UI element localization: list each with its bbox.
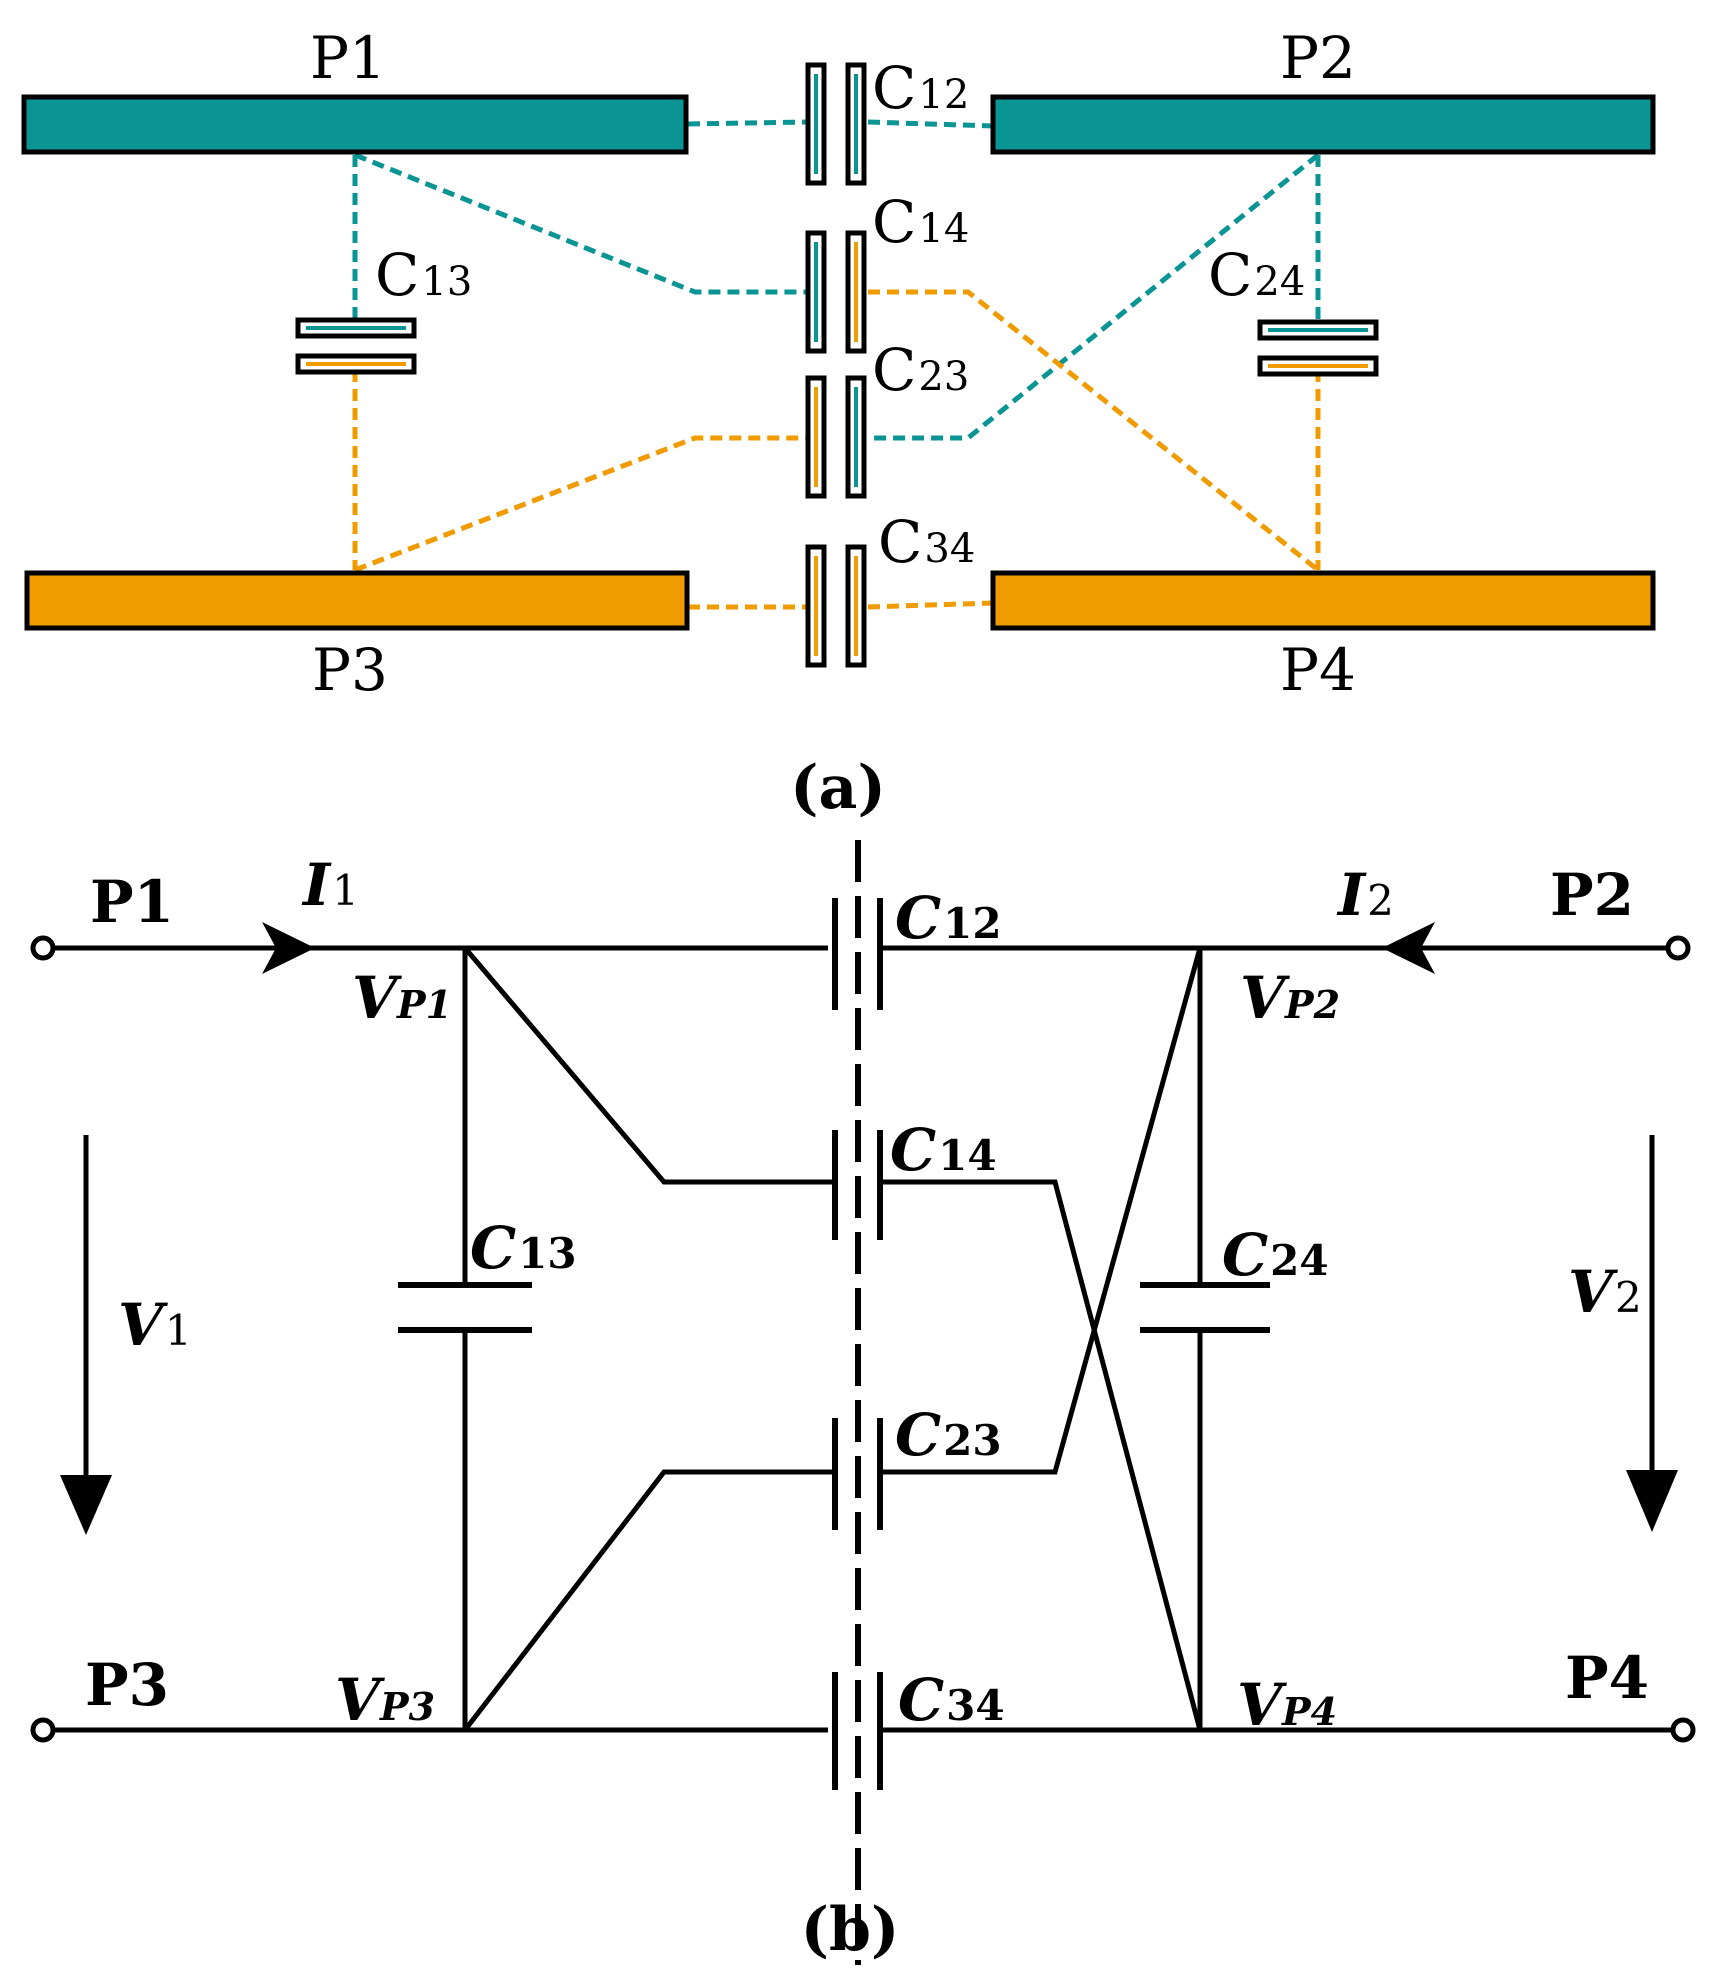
caption-a: (a) (790, 753, 886, 823)
line-p1-c12 (687, 119, 809, 127)
capacitor-c14-symbol-b (832, 1130, 883, 1240)
teal-coupling-lines (352, 119, 1321, 441)
terminal-p2 (1665, 935, 1691, 961)
terminal-p1 (30, 935, 56, 961)
capacitor-c23-symbol (805, 375, 867, 499)
label-c23: C23 (872, 336, 969, 404)
label-plate-p4: P4 (1280, 636, 1356, 704)
capacitor-c24-symbol (1257, 319, 1379, 377)
line-p1-c14 (354, 152, 808, 295)
capacitor-c23-symbol-b (832, 1418, 883, 1530)
label-c13-b: C13 (470, 1214, 577, 1282)
label-port-p1: P1 (90, 868, 174, 936)
label-current-i2: I2 (1336, 861, 1394, 929)
label-c34: C34 (878, 508, 975, 576)
label-c34-b: C34 (898, 1666, 1005, 1734)
label-plate-p2: P2 (1280, 24, 1356, 92)
capacitor-c12-symbol (805, 62, 867, 186)
label-c24: C24 (1208, 241, 1305, 309)
label-current-i1: I1 (301, 851, 359, 919)
wire-vp3-c23 (463, 1469, 835, 1732)
plate-p2 (990, 94, 1656, 155)
capacitor-c34-symbol (805, 544, 867, 668)
line-p2-c23 (868, 153, 1320, 441)
wire-c14-vp4 (880, 1179, 1203, 1731)
label-plate-p1: P1 (310, 24, 386, 92)
wire-c23-vp2 (880, 947, 1203, 1475)
label-voltage-v1: V1 (118, 1291, 192, 1359)
label-c13: C13 (375, 241, 472, 309)
line-p3-c23 (354, 435, 808, 573)
label-voltage-v2: V2 (1568, 1258, 1642, 1326)
arrow-v2-head (1626, 1470, 1678, 1532)
capacitor-c12-symbol-b (832, 898, 883, 1010)
panel-b-labels: P1 P2 P3 P4 I1 I2 V1 V2 VP1 VP2 VP3 VP4 … (85, 851, 1649, 1965)
arrow-v1-head (60, 1475, 112, 1535)
caption-b: (b) (801, 1895, 900, 1965)
line-c12-p2 (867, 119, 994, 129)
arrow-i1 (262, 922, 315, 974)
panel-b (30, 840, 1696, 1965)
label-c14: C14 (872, 188, 969, 256)
label-node-vp3: VP3 (335, 1666, 435, 1734)
label-port-p2: P2 (1550, 861, 1634, 929)
label-node-vp2: VP2 (1240, 964, 1340, 1032)
orange-coupling-lines (352, 289, 1321, 610)
label-plate-p3: P3 (312, 636, 388, 704)
wire-vp1-c14 (463, 946, 835, 1185)
label-c12-b: C12 (895, 884, 1002, 952)
label-c12: C12 (872, 54, 969, 122)
capacitor-c13-symbol (295, 317, 417, 375)
label-node-vp4: VP4 (1237, 1671, 1337, 1739)
plate-p4 (990, 570, 1656, 631)
terminal-p4 (1670, 1717, 1696, 1743)
plate-p3 (24, 570, 690, 631)
label-c24-b: C24 (1222, 1221, 1329, 1289)
label-node-vp1: VP1 (352, 964, 452, 1032)
line-c14-p4 (868, 289, 1320, 572)
label-port-p4: P4 (1565, 1644, 1649, 1712)
label-port-p3: P3 (85, 1651, 169, 1719)
capacitor-c14-symbol (805, 230, 867, 354)
terminal-p3 (30, 1717, 56, 1743)
arrow-i2 (1382, 922, 1435, 974)
panel-a: P1 P2 P3 P4 C12 C14 C23 C34 C13 C24 (a) (21, 24, 1656, 823)
plate-p1 (21, 94, 689, 155)
label-c14-b: C14 (890, 1116, 997, 1184)
label-c23-b: C23 (895, 1401, 1002, 1469)
line-c34-p4 (867, 600, 994, 610)
capacitor-c34-symbol-b (832, 1672, 883, 1790)
